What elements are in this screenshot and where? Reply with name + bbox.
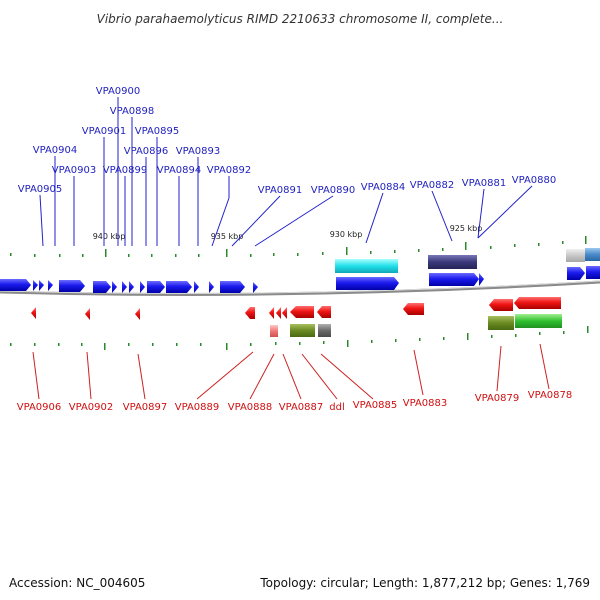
gene-arrow-forward[interactable]: [48, 280, 53, 291]
gene-label-forward[interactable]: VPA0884: [361, 182, 406, 193]
gene-label-forward[interactable]: VPA0905: [18, 184, 63, 195]
bottom-tick-row: [10, 326, 589, 350]
gene-arrow-forward[interactable]: [147, 281, 165, 293]
gene-arrow-forward[interactable]: [253, 282, 258, 293]
feature-block-steel[interactable]: [585, 248, 600, 261]
feature-block-lightgray[interactable]: [566, 249, 585, 262]
gene-arrow-forward[interactable]: [586, 266, 600, 279]
gene-label-forward[interactable]: VPA0899: [103, 165, 148, 176]
gene-arrow-reverse[interactable]: [31, 307, 36, 319]
gene-arrow-reverse[interactable]: [282, 307, 287, 319]
gene-label-reverse[interactable]: VPA0906: [17, 402, 62, 413]
gene-label-forward[interactable]: VPA0903: [52, 165, 97, 176]
gene-label-forward[interactable]: VPA0890: [311, 185, 356, 196]
gene-label-forward[interactable]: VPA0900: [96, 86, 141, 97]
kbp-label-925: 925 kbp: [450, 224, 483, 233]
chromosome-backbone-highlight: [0, 280, 600, 294]
gene-label-forward[interactable]: VPA0882: [410, 180, 455, 191]
feature-block-olive-right[interactable]: [488, 316, 514, 330]
gene-label-forward[interactable]: VPA0896: [124, 146, 169, 157]
gene-label-forward[interactable]: VPA0894: [157, 165, 202, 176]
forward-strand-genes: [0, 266, 600, 293]
top-tick-row: [10, 236, 587, 257]
gene-arrow-forward[interactable]: [140, 281, 145, 293]
gene-label-forward[interactable]: VPA0881: [462, 178, 507, 189]
feature-block-navy[interactable]: [428, 255, 477, 269]
gene-label-reverse[interactable]: VPA0879: [475, 393, 520, 404]
gene-arrow-forward[interactable]: [220, 281, 245, 293]
gene-arrow-forward[interactable]: [429, 273, 479, 286]
reverse-strand-genes: [31, 297, 561, 320]
gene-arrow-forward[interactable]: [166, 281, 192, 293]
gene-arrow-reverse[interactable]: [135, 308, 140, 320]
gene-label-forward[interactable]: VPA0880: [512, 175, 557, 186]
accession-text: Accession: NC_004605: [9, 576, 145, 590]
gene-arrow-reverse[interactable]: [269, 307, 274, 319]
gene-arrow-reverse[interactable]: [514, 297, 561, 309]
gene-label-reverse[interactable]: ddl: [329, 402, 344, 413]
gene-arrow-forward[interactable]: [129, 281, 134, 293]
gene-arrow-reverse[interactable]: [489, 299, 513, 311]
feature-block-cyan[interactable]: [335, 259, 398, 273]
gene-arrow-forward[interactable]: [33, 280, 38, 291]
gene-arrow-forward[interactable]: [59, 280, 85, 292]
gene-arrow-forward[interactable]: [122, 281, 127, 293]
kbp-label-930: 930 kbp: [330, 230, 363, 239]
bottom-leader-lines: [32, 343, 550, 400]
top-gene-labels: VPA0900 VPA0898 VPA0901 VPA0895 VPA0904 …: [18, 86, 557, 196]
feature-block-gray[interactable]: [318, 324, 331, 337]
gene-arrow-reverse[interactable]: [276, 307, 281, 319]
gene-arrow-forward[interactable]: [0, 279, 31, 291]
feature-block-olive[interactable]: [290, 324, 315, 337]
gene-arrow-forward[interactable]: [194, 281, 199, 293]
gene-label-reverse[interactable]: VPA0897: [123, 402, 168, 413]
feature-block-pink[interactable]: [270, 325, 278, 337]
gene-arrow-forward[interactable]: [112, 281, 117, 293]
gene-arrow-forward[interactable]: [479, 273, 484, 286]
topology-summary: Topology: circular; Length: 1,877,212 bp…: [259, 576, 590, 590]
top-leader-lines: [39, 97, 533, 247]
gene-label-forward[interactable]: VPA0898: [110, 106, 155, 117]
gene-arrow-forward[interactable]: [39, 280, 44, 291]
gene-label-reverse[interactable]: VPA0883: [403, 398, 448, 409]
kbp-label-940: 940 kbp: [93, 232, 126, 241]
gene-arrow-reverse[interactable]: [85, 308, 90, 320]
gene-label-forward[interactable]: VPA0893: [176, 146, 221, 157]
gene-label-forward[interactable]: VPA0895: [135, 126, 180, 137]
gene-label-reverse[interactable]: VPA0885: [353, 400, 398, 411]
gene-label-reverse[interactable]: VPA0902: [69, 402, 114, 413]
map-title: Vibrio parahaemolyticus RIMD 2210633 chr…: [97, 12, 504, 26]
gene-arrow-forward[interactable]: [336, 277, 399, 290]
gene-arrow-reverse[interactable]: [403, 303, 424, 315]
gene-arrow-reverse[interactable]: [245, 307, 255, 319]
gene-arrow-reverse[interactable]: [317, 306, 331, 318]
gene-label-forward[interactable]: VPA0892: [207, 165, 252, 176]
gene-arrow-reverse[interactable]: [290, 306, 314, 318]
bottom-gene-labels: VPA0906 VPA0902 VPA0897 VPA0889 VPA0888 …: [17, 390, 573, 413]
gene-label-reverse[interactable]: VPA0888: [228, 402, 273, 413]
feature-block-green[interactable]: [515, 314, 562, 328]
gene-label-forward[interactable]: VPA0904: [33, 145, 78, 156]
gene-arrow-forward[interactable]: [93, 281, 111, 293]
gene-label-reverse[interactable]: VPA0889: [175, 402, 220, 413]
chromosome-backbone: [0, 280, 600, 296]
gene-arrow-forward[interactable]: [567, 267, 585, 280]
gene-label-forward[interactable]: VPA0891: [258, 185, 303, 196]
gene-label-reverse[interactable]: VPA0878: [528, 390, 573, 401]
gene-arrow-forward[interactable]: [209, 281, 214, 293]
kbp-label-935: 935 kbp: [211, 232, 244, 241]
gene-label-forward[interactable]: VPA0901: [82, 126, 127, 137]
gene-label-reverse[interactable]: VPA0887: [279, 402, 324, 413]
